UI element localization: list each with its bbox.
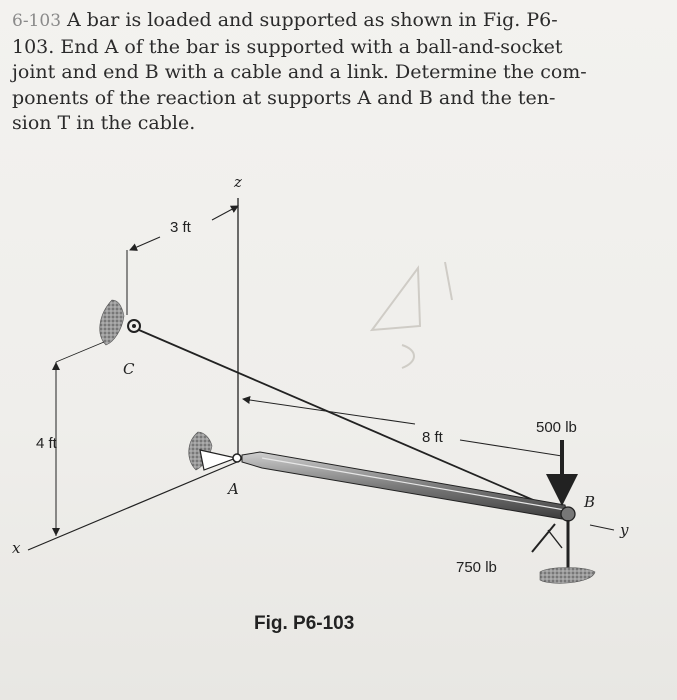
problem-line-3: joint and end B with a cable and a link.… [12,61,587,83]
problem-line-2: 103. End A of the bar is supported with … [12,35,563,58]
label-load-750: 750 lb [456,559,497,576]
label-point-b: B [583,493,595,511]
label-point-c: C [123,360,135,378]
dim-8ft-left [242,396,416,425]
load-750-arrow [531,523,556,553]
problem-number: 6-103 [12,11,62,31]
support-a-ball [232,453,242,463]
joint-b [560,506,576,522]
dim-3ft-line-left [129,236,161,251]
bar-ab [241,451,569,521]
support-b-floor [539,567,596,584]
label-z-axis: z [233,173,242,191]
x-axis-line [27,461,238,551]
y-axis-line [589,524,615,531]
label-dim-3ft: 3 ft [170,219,192,236]
problem-line-5: sion T in the cable. [12,112,196,134]
problem-line-4: ponents of the reaction at supports A an… [12,86,556,109]
label-y-axis: y [619,521,629,539]
label-dim-4ft: 4 ft [36,435,58,452]
cable-cb [138,329,569,516]
label-point-a: A [226,480,239,498]
label-x-axis: x [12,539,21,557]
label-dim-8ft: 8 ft [422,429,444,446]
label-load-500: 500 lb [536,419,577,436]
dim-8ft-right [459,439,563,457]
figure-caption: Fig. P6-103 [254,613,354,634]
pencil-marks [369,261,453,369]
support-c-ring [127,319,141,333]
dim-3ft-line [211,205,239,221]
support-c-wall [99,299,125,346]
